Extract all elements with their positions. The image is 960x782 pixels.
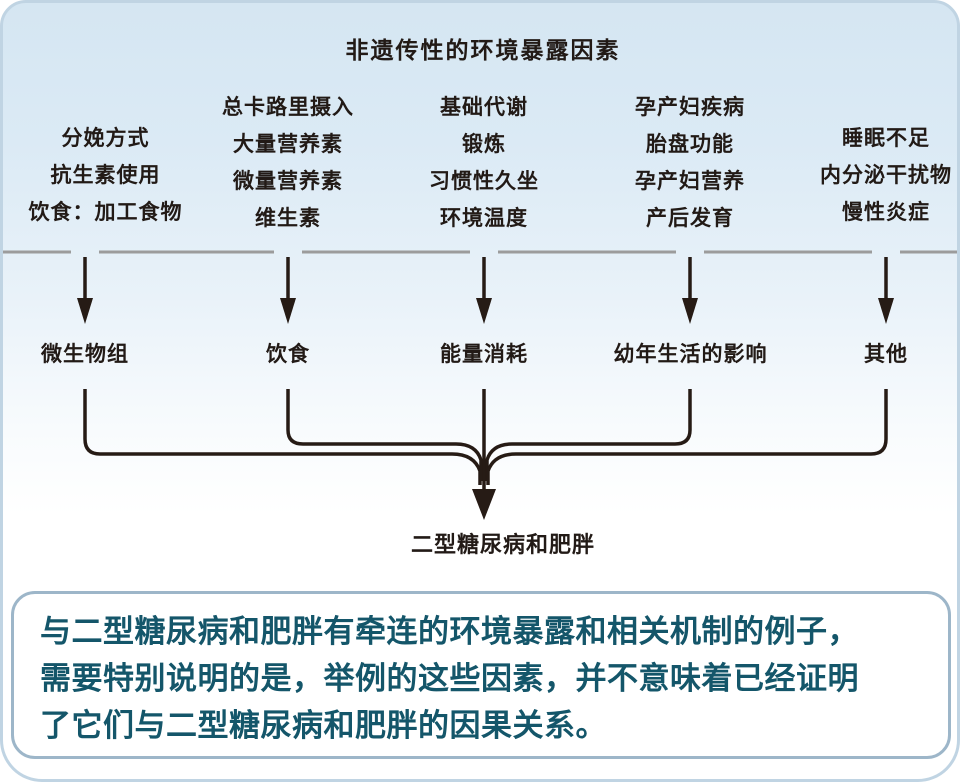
caption-line: 需要特别说明的是，举例的这些因素，并不意味着已经证明 [40,661,859,696]
factor-item: 睡眠不足 [842,127,930,150]
mechanism-label-microbiome: 微生物组 [41,343,129,366]
mechanism-label-diet: 饮食 [266,343,310,366]
factor-item: 胎盘功能 [646,133,734,156]
caption-line: 了它们与二型糖尿病和肥胖的因果关系。 [40,708,607,743]
factor-item: 习惯性久坐 [429,170,539,193]
mechanism-label-energy: 能量消耗 [440,343,528,366]
factor-item: 微量营养素 [233,170,343,193]
factor-group-diet: 总卡路里摄入 大量营养素 微量营养素 维生素 [188,89,388,237]
factor-item: 孕产妇营养 [635,170,745,193]
factor-item: 孕产妇疾病 [635,96,745,119]
factor-item: 锻炼 [462,133,506,156]
factor-group-microbiome: 分娩方式 抗生素使用 饮食：加工食物 [8,120,203,231]
factor-item: 内分泌干扰物 [820,164,952,187]
down-arrow-icon [77,257,894,324]
factor-item: 环境温度 [440,207,528,230]
factor-item: 分娩方式 [61,127,150,150]
factor-item: 产后发育 [646,207,734,230]
factor-item: 总卡路里摄入 [222,96,354,119]
factor-group-energy: 基础代谢 锻炼 习惯性久坐 环境温度 [384,89,584,237]
factor-item: 饮食：加工食物 [28,201,183,224]
mechanism-label-early-life: 幼年生活的影响 [613,343,768,366]
diagram-title: 非遗传性的环境暴露因素 [345,37,621,63]
factor-item: 大量营养素 [233,133,343,156]
factor-item: 抗生素使用 [50,164,161,187]
factor-group-other: 睡眠不足 内分泌干扰物 慢性炎症 [781,120,957,231]
factor-item: 慢性炎症 [842,201,930,224]
factor-item: 基础代谢 [440,96,528,119]
outcome-label: 二型糖尿病和肥胖 [410,532,595,557]
merged-arrowhead-icon [472,489,496,520]
factor-item: 维生素 [255,207,321,230]
caption-box: 与二型糖尿病和肥胖有牵连的环境暴露和相关机制的例子， 需要特别说明的是，举例的这… [11,591,951,759]
caption-line: 与二型糖尿病和肥胖有牵连的环境暴露和相关机制的例子， [40,614,859,649]
convergence-lines [83,389,888,495]
factor-group-early-life: 孕产妇疾病 胎盘功能 孕产妇营养 产后发育 [590,89,790,237]
mechanism-label-other: 其他 [864,343,908,366]
